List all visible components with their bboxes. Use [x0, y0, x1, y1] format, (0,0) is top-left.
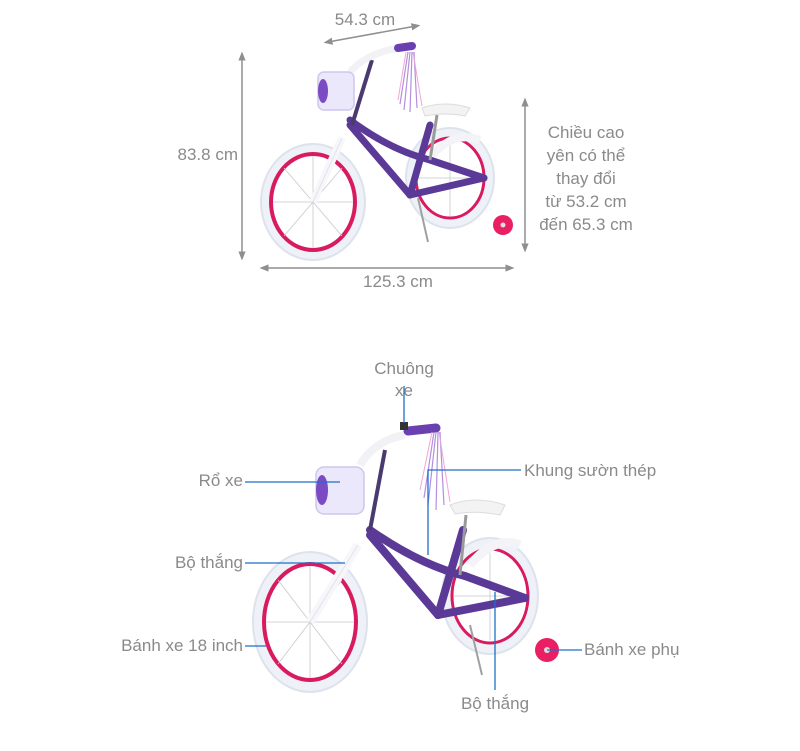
bell-label-line: Chuông: [374, 359, 434, 378]
length-label: 125.3 cm: [363, 272, 433, 291]
training-wheel-label: Bánh xe phụ: [584, 640, 680, 659]
bike-bottom: [245, 386, 582, 693]
frame-callout: [427, 469, 521, 555]
height-label: 83.8 cm: [177, 145, 238, 164]
seat-height-line: thay đổi: [556, 169, 616, 188]
seat-height-line: đến 65.3 cm: [539, 215, 633, 234]
basket-label: Rổ xe: [198, 471, 243, 490]
handlebar-width-label: 54.3 cm: [334, 10, 396, 29]
bell-label-line: xe: [395, 381, 413, 400]
front-brake-label: Bộ thắng: [174, 553, 243, 572]
seat-height-label: Chiều cao yên có thể thay đổi từ 53.2 cm…: [533, 121, 639, 236]
parts-bike-illustration: [245, 386, 582, 693]
wheel-size-label: Bánh xe 18 inch: [121, 636, 243, 655]
bike-top: [260, 42, 513, 261]
bell-label: Chuông xe: [364, 358, 444, 402]
rear-brake-label: Bộ thắng: [460, 694, 530, 713]
dimension-bike-illustration: [238, 23, 529, 272]
seat-height-line: từ 53.2 cm: [545, 192, 627, 211]
width-arrow: [323, 23, 421, 45]
seat-height-line: yên có thể: [546, 146, 626, 165]
seat-height-line: Chiều cao: [547, 123, 625, 142]
frame-label: Khung sườn thép: [524, 461, 657, 480]
